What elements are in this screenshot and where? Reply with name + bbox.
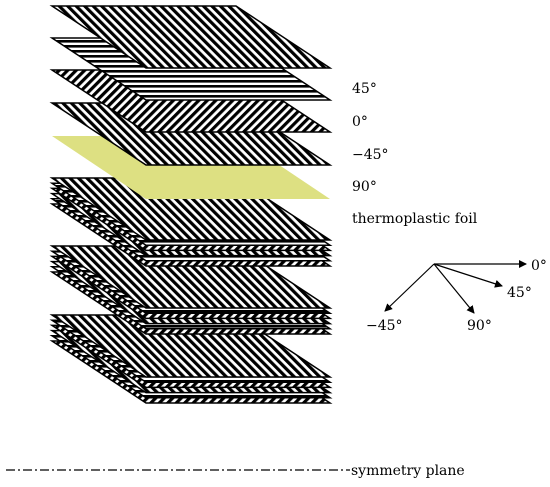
arrow-90-deg — [433, 263, 475, 314]
ply-stack — [49, 5, 333, 404]
dir-label-45: 45° — [507, 285, 532, 301]
ply-45 — [49, 5, 333, 69]
dir-label-0: 0° — [531, 258, 547, 274]
dir-label-neg45: −45° — [366, 318, 403, 334]
label-ply-0: 0° — [352, 114, 368, 130]
thermoplastic-foil-layer — [52, 136, 330, 199]
label-ply-45: 45° — [352, 81, 377, 97]
dir-label-90: 90° — [467, 318, 492, 334]
arrow-45-deg — [433, 263, 503, 288]
orientation-indicator: 0° 45° 90° −45° — [366, 258, 547, 334]
label-ply-90: 90° — [352, 179, 377, 195]
label-thermoplastic-foil: thermoplastic foil — [352, 211, 478, 227]
symmetry-plane-label: symmetry plane — [351, 463, 465, 479]
arrow-neg45-deg — [384, 263, 435, 312]
label-ply-neg45: −45° — [352, 147, 389, 163]
